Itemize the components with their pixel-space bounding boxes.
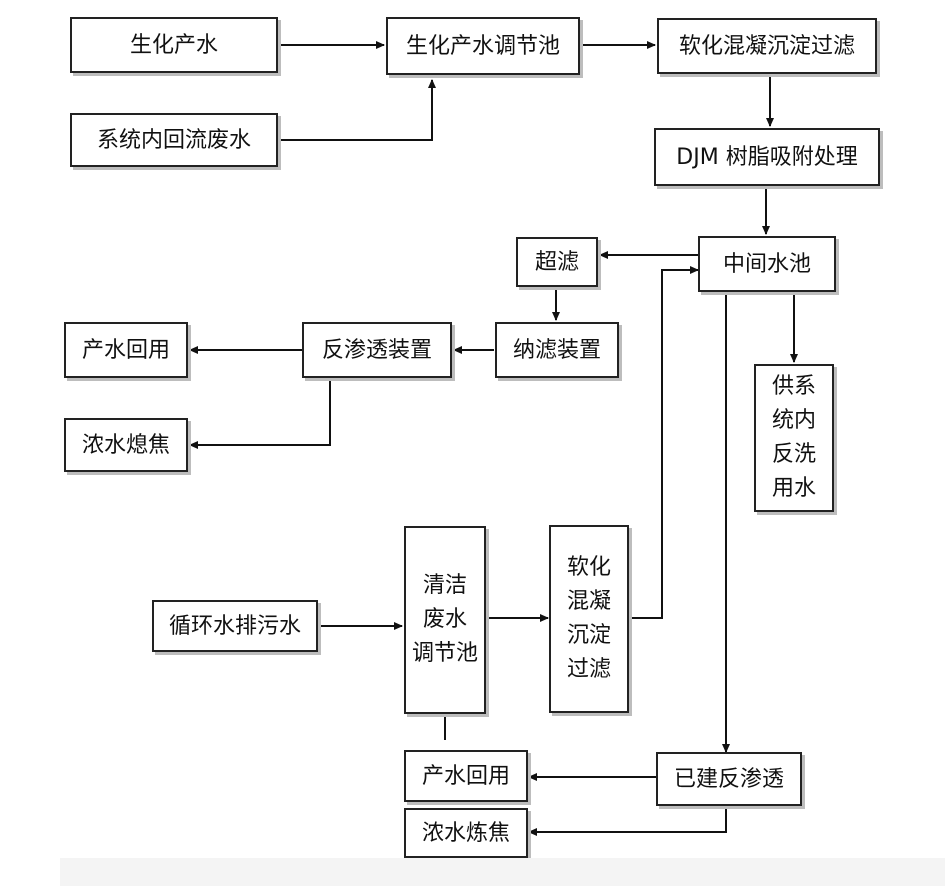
label-concentrate-1: 浓水熄焦	[81, 432, 170, 458]
box-concentrate-1: 浓水熄焦	[64, 418, 188, 472]
box-reverse-osmosis: 反渗透装置	[302, 322, 452, 378]
label-nanofiltration: 纳滤装置	[512, 337, 601, 363]
label-softening-filter-top: 软化混凝沉淀过滤	[678, 33, 855, 59]
label-existing-ro: 已建反渗透	[673, 766, 784, 792]
label-reuse-water-1: 产水回用	[81, 337, 170, 363]
box-reuse-water-2: 产水回用	[404, 750, 528, 802]
label-soft-3: 沉淀	[566, 623, 611, 648]
label-soft-4: 过滤	[566, 657, 611, 683]
label-blowdown-water: 循环水排污水	[168, 613, 301, 639]
box-blowdown-water: 循环水排污水	[152, 600, 318, 652]
box-bio-water: 生化产水	[70, 17, 278, 73]
label-recycle-wastewater: 系统内回流废水	[96, 127, 251, 153]
box-nanofiltration: 纳滤装置	[495, 322, 619, 378]
box-existing-ro: 已建反渗透	[656, 752, 802, 806]
label-backwash-4: 用水	[771, 476, 816, 502]
label-ultrafiltration: 超滤	[534, 249, 579, 275]
box-recycle-wastewater: 系统内回流废水	[70, 113, 278, 167]
label-clean-pool-2: 废水	[422, 606, 467, 632]
arrow-existing-ro-to-concentrate	[528, 803, 727, 836]
label-backwash-2: 统内	[771, 407, 816, 433]
label-reuse-water-2: 产水回用	[421, 763, 510, 789]
box-softening-filter-top: 软化混凝沉淀过滤	[657, 18, 877, 74]
label-soft-2: 混凝	[566, 588, 611, 614]
box-ultrafiltration: 超滤	[516, 237, 598, 287]
box-backwash-water: 供系 统内 反洗 用水	[754, 364, 834, 512]
arrow-recycle-to-regulating	[278, 79, 436, 141]
label-middle-pool: 中间水池	[722, 251, 811, 277]
box-concentrate-2: 浓水炼焦	[404, 808, 528, 858]
box-djm-resin: DJM 树脂吸附处理	[654, 128, 880, 186]
label-backwash-1: 供系	[771, 373, 816, 399]
box-soft-filter: 软化 混凝 沉淀 过滤	[549, 525, 629, 713]
label-concentrate-2: 浓水炼焦	[421, 820, 510, 846]
label-bio-water: 生化产水	[129, 32, 218, 58]
label-clean-pool-3: 调节池	[412, 641, 479, 667]
label-clean-pool-1: 清洁	[422, 572, 467, 598]
box-reuse-water-1: 产水回用	[64, 322, 188, 378]
box-clean-pool: 清洁 废水 调节池	[404, 526, 486, 714]
label-bio-regulating-pool: 生化产水调节池	[405, 33, 560, 59]
bottom-shadow-strip	[60, 858, 945, 886]
box-bio-regulating-pool: 生化产水调节池	[386, 17, 580, 75]
label-djm-resin: DJM 树脂吸附处理	[676, 144, 858, 170]
label-backwash-3: 反洗	[771, 442, 816, 467]
box-middle-pool: 中间水池	[698, 236, 836, 292]
arrow-soft-to-middle	[630, 266, 699, 619]
label-reverse-osmosis: 反渗透装置	[321, 337, 432, 363]
arrow-ro-to-concentrate	[189, 378, 331, 449]
label-soft-1: 软化	[566, 554, 611, 580]
